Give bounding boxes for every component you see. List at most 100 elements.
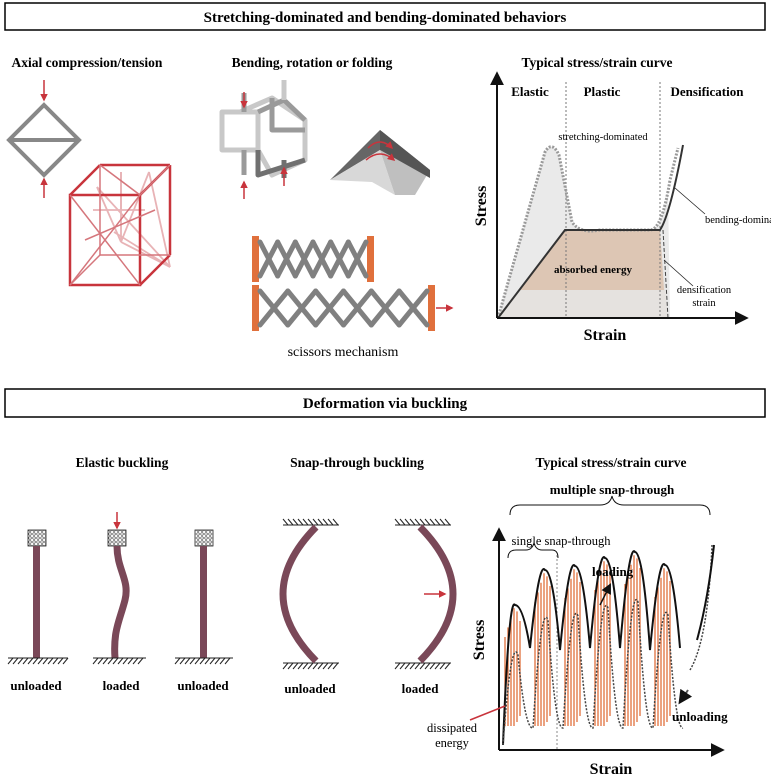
rotation-arrow-2 — [365, 153, 396, 161]
ground-hatch — [7, 657, 14, 665]
ground-hatch — [307, 662, 314, 670]
absorbed-energy-area-top — [520, 230, 664, 290]
header-box-middle — [4, 388, 766, 418]
ground-hatch — [399, 662, 406, 670]
ground-hatch — [429, 662, 436, 670]
region-densification: Densification — [671, 84, 745, 99]
ground-hatch — [52, 657, 59, 665]
label-loading: loading — [592, 564, 634, 579]
ground-hatch — [219, 657, 226, 665]
ground-hatch — [312, 662, 319, 670]
section-title-bending: Bending, rotation or folding — [232, 55, 393, 70]
ground-hatch — [312, 518, 319, 526]
ground-hatch — [37, 657, 44, 665]
label-elastic-loaded: loaded — [103, 678, 141, 693]
label-stretching-dominated: stretching-dominated — [558, 132, 648, 143]
scissor-link — [341, 288, 374, 328]
ground-hatch — [22, 657, 29, 665]
ground-hatch — [419, 662, 426, 670]
brace-multi-snap — [509, 495, 711, 516]
header-title-middle: Deformation via buckling — [303, 396, 468, 412]
ground-hatch — [292, 662, 299, 670]
ground-hatch — [27, 657, 34, 665]
dissipated-energy-hatching — [504, 555, 671, 726]
ground-hatch — [317, 518, 324, 526]
label-multiple-snap-through: multiple snap-through — [550, 482, 675, 497]
header-title-top: Stretching-dominated and bending-dominat… — [204, 10, 567, 26]
section-title-axial: Axial compression/tension — [12, 55, 163, 70]
elastic-column-unloaded-1 — [27, 529, 47, 658]
label-elastic-unloaded-1: unloaded — [10, 678, 62, 693]
ground-hatches-snap — [282, 518, 451, 670]
scissor-link — [292, 239, 316, 279]
chart1 — [490, 71, 749, 325]
ground-hatch — [292, 518, 299, 526]
ground-hatch — [282, 662, 289, 670]
header-box-top — [4, 2, 766, 31]
ground-hatch — [434, 518, 441, 526]
folded-sheet — [330, 130, 430, 195]
scissor-link — [257, 239, 281, 279]
ground-hatch — [102, 657, 109, 665]
scissor-link — [285, 288, 319, 328]
ground-hatch — [414, 518, 421, 526]
section-title-snap-through: Snap-through buckling — [290, 455, 424, 470]
chart2-xlabel: Strain — [590, 761, 633, 778]
scissor-link — [328, 239, 351, 279]
arrow-unloading — [678, 688, 693, 705]
ground-hatch — [32, 657, 39, 665]
ground-hatch — [204, 657, 211, 665]
ground-hatch — [57, 657, 64, 665]
leader-bending — [674, 187, 706, 215]
ground-hatch — [327, 662, 334, 670]
ground-hatch — [209, 657, 216, 665]
ground-hatch — [419, 518, 426, 526]
ground-hatch — [404, 662, 411, 670]
ground-hatch — [302, 518, 309, 526]
scissors-mechanism-short — [252, 236, 374, 282]
ground-hatch — [107, 657, 114, 665]
diamond-truss — [6, 102, 82, 178]
ground-hatch — [439, 518, 446, 526]
scissor-link — [313, 288, 346, 328]
region-elastic: Elastic — [511, 84, 549, 99]
label-snap-loaded: loaded — [402, 681, 440, 696]
chart2-ylabel: Stress — [471, 620, 488, 661]
ground-hatch — [404, 518, 411, 526]
ground-hatch — [97, 657, 104, 665]
label-absorbed-energy: absorbed energy — [554, 264, 632, 276]
ground-hatch — [224, 657, 231, 665]
label-unloading: unloading — [672, 709, 728, 724]
label-snap-unloaded: unloaded — [284, 681, 336, 696]
ground-hatch — [302, 662, 309, 670]
snap-arch-unloaded — [279, 524, 339, 664]
ground-hatch — [287, 662, 294, 670]
chart2 — [469, 527, 725, 757]
ground-hatch — [184, 657, 191, 665]
chart1-ylabel: Stress — [473, 186, 490, 227]
ground-hatch — [214, 657, 221, 665]
ground-hatch — [439, 662, 446, 670]
section-title-elastic-buckling: Elastic buckling — [76, 455, 169, 470]
leader-dissipated — [469, 705, 506, 721]
label-densification-strain-1: densification — [677, 285, 732, 296]
loading-curve — [502, 550, 681, 746]
chart1-title: Typical stress/strain curve — [522, 55, 673, 70]
densification-rise — [689, 544, 713, 671]
ground-hatch — [282, 518, 289, 526]
label-densification-strain-2: strain — [692, 298, 716, 309]
folding-cell — [219, 80, 308, 178]
ground-hatch — [414, 662, 421, 670]
scissors-mechanism-long — [252, 285, 435, 331]
label-elastic-unloaded-2: unloaded — [177, 678, 229, 693]
region-plastic: Plastic — [584, 84, 621, 99]
ground-hatch — [47, 657, 54, 665]
ground-hatch — [409, 518, 416, 526]
ground-hatch — [174, 657, 181, 665]
brace-single-snap — [507, 541, 559, 559]
ground-hatch — [137, 657, 144, 665]
ground-hatch — [444, 518, 451, 526]
ground-hatch — [429, 518, 436, 526]
ground-hatch — [444, 662, 451, 670]
